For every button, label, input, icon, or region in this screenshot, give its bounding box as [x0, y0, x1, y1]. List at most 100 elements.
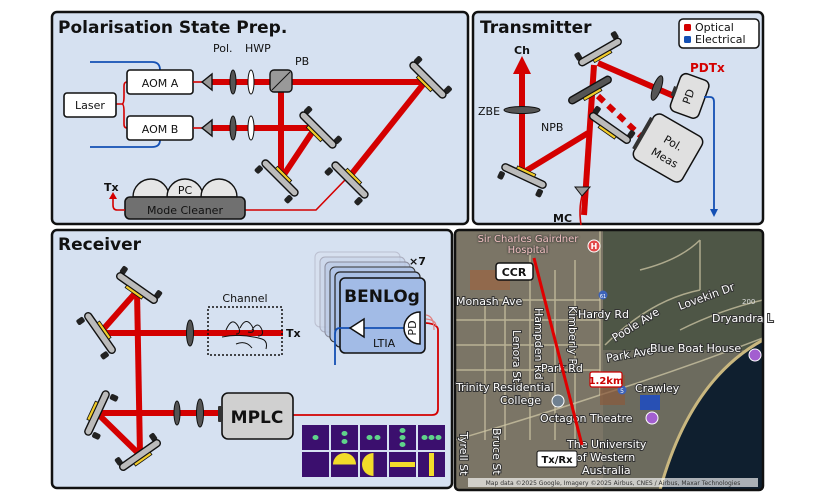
- beam-r1: [97, 289, 140, 335]
- polariser-b: [229, 115, 237, 141]
- laser-box: [63, 92, 117, 118]
- mode-spot: [312, 435, 319, 440]
- mirror-mount: [254, 159, 299, 204]
- mirror-mount: [589, 106, 636, 144]
- prism-a: [200, 72, 213, 92]
- electrical-line-b: [90, 139, 161, 148]
- polarisation-controller: PC: [132, 178, 238, 198]
- beam-r3: [94, 410, 143, 458]
- mode-spot: [341, 439, 348, 444]
- panel-map: H Sir Charles Gairdner Hospital Monash A…: [453, 228, 775, 492]
- legend-swatch-optical: [684, 24, 691, 31]
- beam-r2: [134, 290, 143, 456]
- mirror-surface: [274, 165, 293, 184]
- prism-b: [200, 118, 213, 138]
- beam-to-pd: [596, 60, 685, 103]
- fiber-mplc-to-benlog: [293, 322, 439, 416]
- panel-title: Polarisation State Prep.: [58, 18, 287, 38]
- mc-prism: [573, 186, 592, 197]
- photodiode-tx: PD: [669, 72, 710, 119]
- map-label-lenora: Lenora St: [510, 330, 523, 383]
- panel-polarisation-state-prep: Polarisation State Prep. Laser AOM A AOM…: [50, 10, 470, 226]
- route-5-label: 5: [620, 388, 624, 395]
- college-marker-icon: [551, 394, 565, 408]
- ccr-label: CCR: [502, 266, 527, 279]
- pol-label: Pol.: [213, 42, 233, 55]
- mirror-surface: [515, 165, 537, 178]
- mirror-mounts: [76, 31, 636, 471]
- lens: [186, 319, 194, 347]
- mode-mask: [390, 462, 415, 467]
- pdtx-label: PDTx: [690, 61, 725, 75]
- legend: Optical Electrical: [678, 18, 760, 49]
- map-label-tyrell: Tyrell St: [457, 431, 470, 476]
- panel-transmitter: Transmitter Optical Electrical Ch ZBE MC…: [471, 10, 765, 226]
- mode-cleaner-label: Mode Cleaner: [147, 204, 223, 217]
- tx-label: Tx: [104, 181, 119, 194]
- mirror-mount: [114, 433, 161, 471]
- map-label-trinity: Trinity Residential: [455, 381, 554, 394]
- hwp-b: [247, 115, 255, 141]
- mirror-surface: [415, 74, 434, 93]
- map-label-dryandra: Dryandra L: [712, 312, 774, 325]
- mode-cleaner-box: [124, 196, 246, 220]
- map-label-octagon: Octagon Theatre: [540, 412, 633, 425]
- lens: [173, 400, 181, 426]
- mode-spot: [399, 435, 406, 440]
- tx-label: Tx: [286, 327, 301, 340]
- beam-to-pol-meas: [595, 93, 646, 141]
- panel-title: Receiver: [58, 235, 142, 255]
- count-label: ×7: [409, 255, 426, 268]
- pd-label: PD: [680, 87, 697, 106]
- route-5-shield: [617, 385, 627, 395]
- map-label-hampden: Hampden Rd: [532, 308, 545, 380]
- channel-label: Channel: [222, 292, 267, 305]
- map-label-college: College: [500, 394, 541, 407]
- place-marker-icon: [748, 348, 762, 362]
- map-label-hardy: Hardy Rd: [578, 308, 629, 321]
- hwp-a: [247, 69, 255, 95]
- river: [660, 340, 763, 490]
- mode-tile: [302, 452, 329, 477]
- zbe-lens: [503, 106, 541, 114]
- channel-box: [207, 306, 283, 356]
- mirror-surface: [344, 167, 363, 186]
- hospital-icon: [587, 239, 601, 253]
- ch-label: Ch: [514, 44, 530, 57]
- map-attribution: Map data ©2025 Google, Imagery ©2025 Air…: [486, 480, 741, 487]
- mirror-mount: [84, 390, 119, 440]
- arrow-up-icon: [513, 56, 531, 74]
- mode-spot: [421, 435, 428, 440]
- electrical-output: [704, 96, 715, 210]
- map-label-kimberly: Kimberly Rd: [566, 306, 579, 373]
- mirror-mount: [568, 75, 612, 105]
- mirror-surface: [597, 124, 617, 140]
- map-label-monash: Monash Ave: [456, 295, 523, 308]
- mirror-surface: [305, 124, 324, 143]
- tx-fiber: [112, 196, 125, 211]
- benlog-label: BENLOg: [344, 287, 420, 307]
- mc-label: MC: [553, 212, 572, 225]
- mirror-surface: [124, 284, 144, 300]
- txrx-marker: [536, 450, 578, 468]
- mode-mask: [362, 453, 374, 476]
- route-61-shield: [598, 290, 608, 300]
- ltia-label: LTIA: [373, 337, 396, 350]
- photodiode-icon: [403, 311, 421, 345]
- distance-badge: [589, 371, 623, 388]
- pd-lens: [650, 75, 664, 101]
- distance-label: 1.2km: [589, 376, 624, 387]
- mirror-surface: [86, 400, 99, 422]
- mode-spot: [374, 435, 381, 440]
- route-200-label: 200: [742, 298, 755, 306]
- map-label-uwa-1: The University: [566, 438, 647, 451]
- mirror-surface: [592, 49, 613, 64]
- beam-diag-1: [280, 126, 318, 178]
- fiber-to-mode-cleaner: [245, 179, 346, 211]
- mirror-mount: [574, 31, 622, 67]
- hwp-label: HWP: [245, 42, 271, 55]
- txrx-label: Tx/Rx: [541, 455, 573, 466]
- mirror-mount: [324, 161, 369, 206]
- mirror-mount: [497, 163, 547, 198]
